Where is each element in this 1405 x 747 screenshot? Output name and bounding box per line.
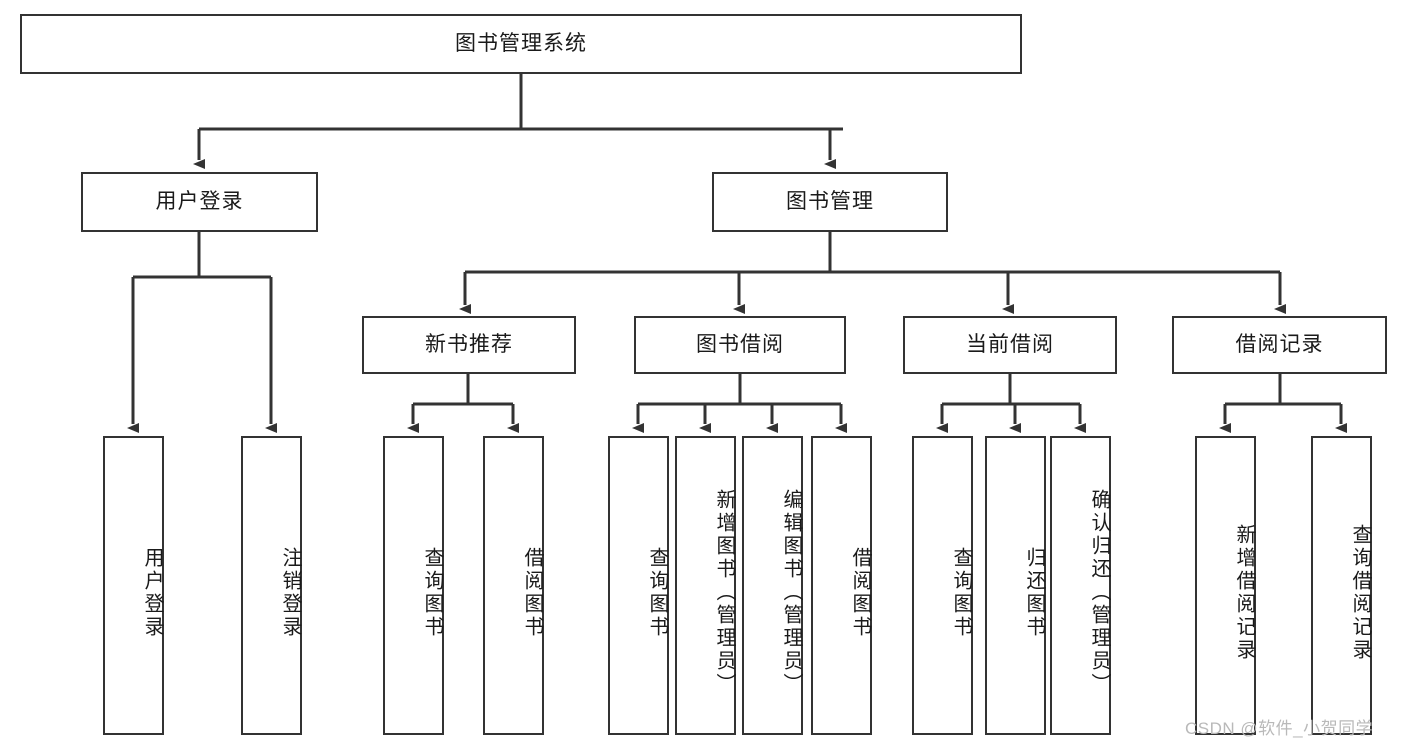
leaf-borrow-book-1[interactable]: 借阅图书 [483, 436, 544, 735]
leaf-logout-label: 注销登录 [279, 546, 301, 639]
leaf-query-book-2-label: 查询图书 [646, 546, 668, 639]
leaf-query-book-1[interactable]: 查询图书 [383, 436, 444, 735]
leaf-query-book-1-label: 查询图书 [421, 546, 443, 639]
node-user-login[interactable]: 用户登录 [81, 172, 318, 232]
leaf-add-record[interactable]: 新增借阅记录 [1195, 436, 1256, 735]
leaf-add-book-label: 新增图书（管理员） [713, 489, 735, 696]
node-book-manage-label: 图书管理 [786, 189, 874, 213]
node-current-borrow-label: 当前借阅 [966, 332, 1054, 356]
leaf-add-book[interactable]: 新增图书（管理员） [675, 436, 736, 735]
leaf-borrow-book-2-label: 借阅图书 [849, 546, 871, 639]
node-user-login-label: 用户登录 [155, 189, 244, 213]
node-new-book-recommend[interactable]: 新书推荐 [362, 316, 576, 374]
node-book-borrow[interactable]: 图书借阅 [634, 316, 846, 374]
watermark: CSDN @软件_小贺同学 [1185, 719, 1374, 738]
leaf-return-book-label: 归还图书 [1023, 546, 1045, 639]
node-current-borrow[interactable]: 当前借阅 [903, 316, 1117, 374]
node-book-manage[interactable]: 图书管理 [712, 172, 948, 232]
leaf-user-login-label: 用户登录 [141, 546, 163, 639]
node-borrow-record[interactable]: 借阅记录 [1172, 316, 1387, 374]
leaf-add-record-label: 新增借阅记录 [1233, 523, 1255, 662]
leaf-edit-book[interactable]: 编辑图书（管理员） [742, 436, 803, 735]
leaf-confirm-return[interactable]: 确认归还（管理员） [1050, 436, 1111, 735]
leaf-borrow-book-1-label: 借阅图书 [521, 546, 543, 639]
node-borrow-record-label: 借阅记录 [1235, 332, 1324, 356]
leaf-edit-book-label: 编辑图书（管理员） [780, 489, 802, 696]
leaf-query-book-3[interactable]: 查询图书 [912, 436, 973, 735]
leaf-return-book[interactable]: 归还图书 [985, 436, 1046, 735]
leaf-query-record-label: 查询借阅记录 [1349, 523, 1371, 662]
leaf-logout[interactable]: 注销登录 [241, 436, 302, 735]
leaf-query-book-3-label: 查询图书 [950, 546, 972, 639]
node-book-borrow-label: 图书借阅 [696, 332, 784, 356]
leaf-confirm-return-label: 确认归还（管理员） [1088, 489, 1110, 696]
leaf-borrow-book-2[interactable]: 借阅图书 [811, 436, 872, 735]
node-new-book-recommend-label: 新书推荐 [425, 332, 513, 356]
leaf-query-book-2[interactable]: 查询图书 [608, 436, 669, 735]
leaf-user-login[interactable]: 用户登录 [103, 436, 164, 735]
node-root-label: 图书管理系统 [455, 31, 587, 55]
leaf-query-record[interactable]: 查询借阅记录 [1311, 436, 1372, 735]
node-root[interactable]: 图书管理系统 [20, 14, 1022, 74]
